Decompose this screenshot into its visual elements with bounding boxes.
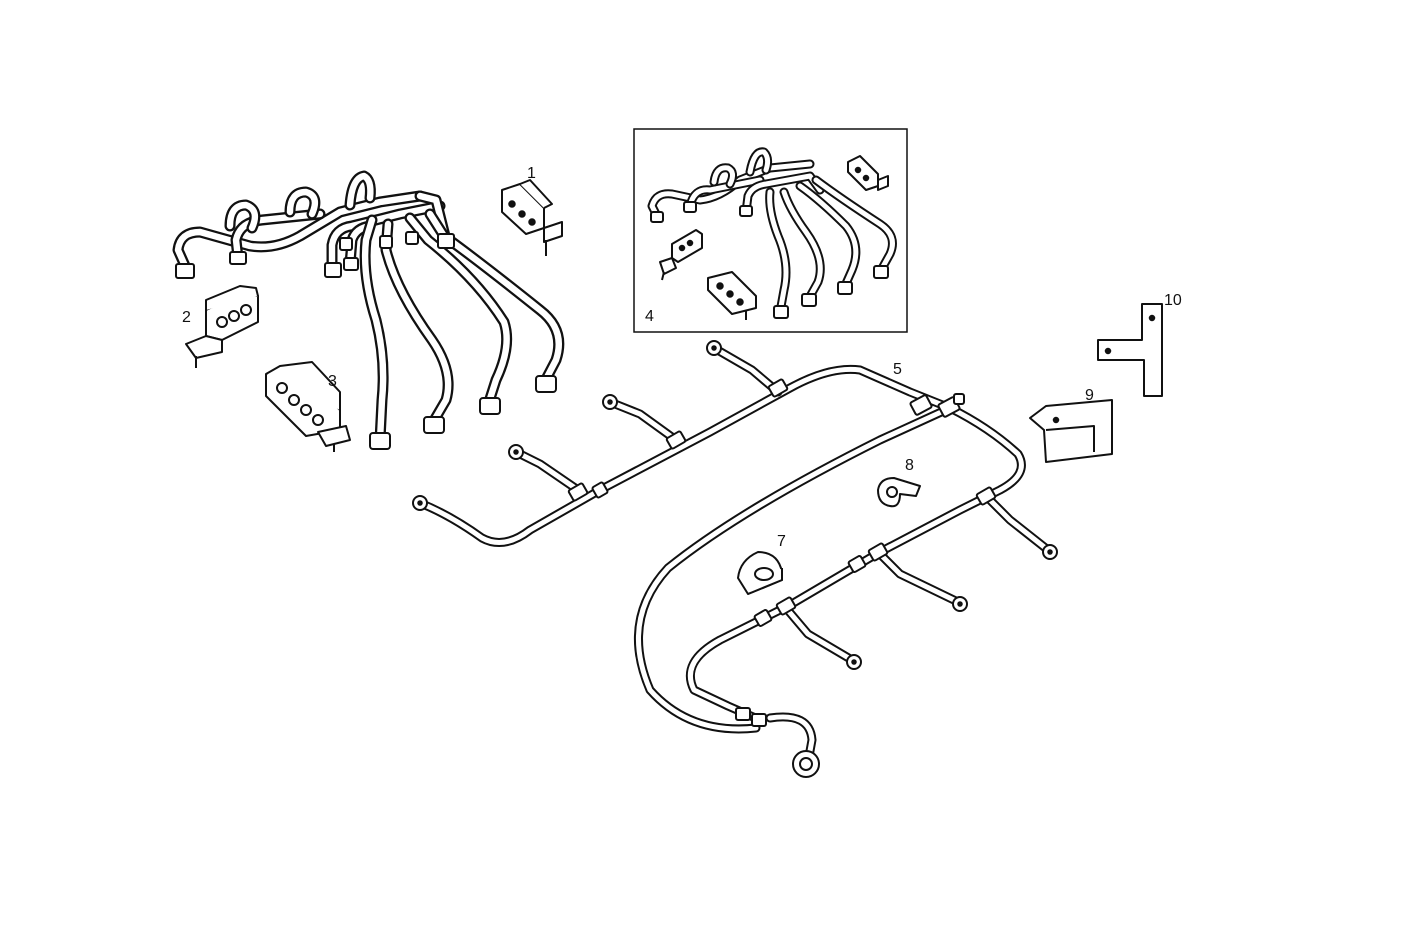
callout-5: 5 [893,361,902,378]
bracket-angle [1097,303,1163,397]
hose-clip [877,477,921,508]
line-banjo-end [792,750,820,778]
callout-9: 9 [1085,387,1094,404]
leak-off-line [412,340,1058,778]
banjo-fittings [412,340,1058,670]
callout-2: 2 [182,309,191,326]
callout-labels: 1 2 3 4 5 7 8 9 10 [182,165,1182,550]
kit-box [633,128,908,333]
callout-7: 7 [777,533,786,550]
callout-1: 1 [527,165,536,182]
pipe-union-nuts [175,231,557,450]
callout-4: 4 [645,308,654,325]
kit-clamp-left [659,229,703,281]
kit-clamp-bottom [707,271,757,320]
grommet [737,551,783,595]
tee-fittings [567,378,997,727]
kit-pipe-set [647,147,897,319]
pipe-clamp-large [265,361,351,452]
callout-8: 8 [905,457,914,474]
pipe-clamp-medium [185,285,259,368]
pipe-clamp-small [501,179,563,256]
callout-3: 3 [328,373,337,390]
callout-10: 10 [1164,292,1182,309]
bracket-small [1029,399,1113,463]
kit-clamp-top [847,155,889,191]
injection-pipe-set [172,170,565,450]
